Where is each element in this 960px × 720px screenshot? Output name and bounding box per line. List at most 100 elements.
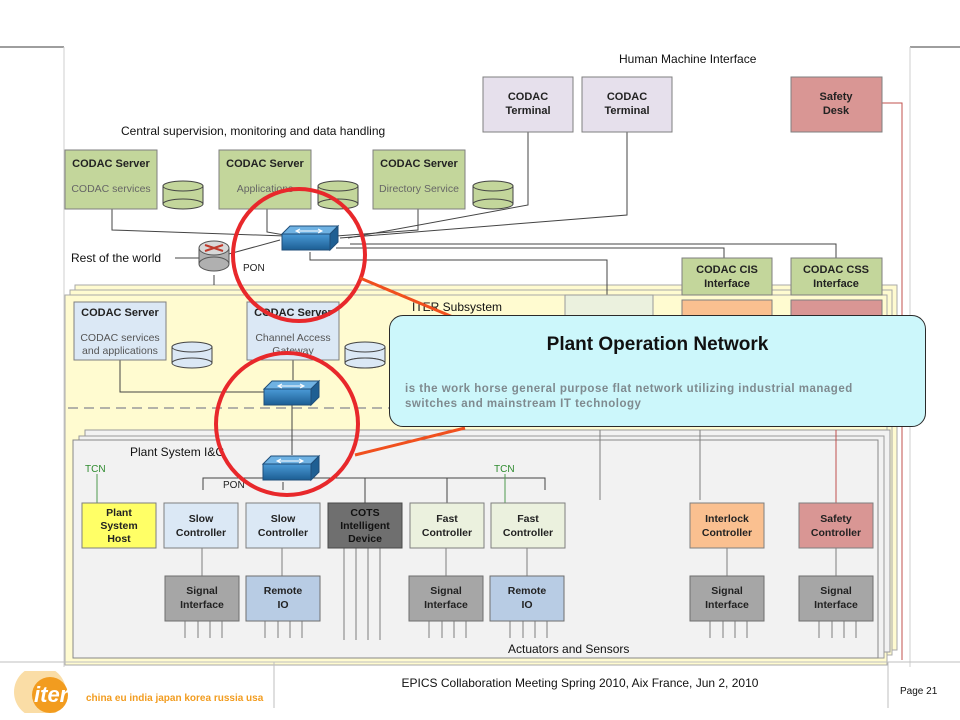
- fast2-line1: Fast: [517, 513, 539, 525]
- safety-desk: Safety Desk: [790, 76, 883, 133]
- slow-controller-1: Slow Controller: [163, 502, 239, 549]
- terminal-1-line1: CODAC: [508, 91, 548, 103]
- highlight-circle-central: [231, 187, 367, 323]
- safety-ctrl-line1: Safety: [820, 513, 852, 525]
- router-icon: [198, 240, 230, 272]
- signal-interface-4: Signal Interface: [798, 575, 874, 622]
- safety-ctrl-line2: Controller: [811, 527, 861, 539]
- interlock-line1: Interlock: [705, 513, 749, 525]
- fast2-line2: Controller: [503, 527, 553, 539]
- subsystem-server-1: CODAC Server CODAC services and applicat…: [73, 301, 167, 361]
- database-icons-central: [162, 180, 514, 210]
- fast1-line2: Controller: [422, 527, 472, 539]
- logo-partners: china eu india japan korea russia usa: [86, 693, 264, 704]
- switch-icon-subsystem: [262, 379, 321, 407]
- codac-cis-interface: CODAC CIS Interface: [681, 257, 773, 296]
- database-icon: [472, 180, 514, 210]
- psh-line2: System: [100, 520, 137, 532]
- fast-controller-2: Fast Controller: [490, 502, 566, 549]
- callout-connectors: [354, 276, 466, 457]
- safety-network-link: [882, 102, 903, 660]
- plant-system-host: Plant System Host: [81, 502, 157, 549]
- signal-interface-1: Signal Interface: [164, 575, 240, 622]
- central-server-1-subtitle: CODAC services: [71, 183, 150, 195]
- safety-desk-line2: Desk: [823, 105, 850, 117]
- callout-body: is the work horse general purpose flat n…: [405, 383, 853, 410]
- subsystem-server-2-sub1: Channel Access: [255, 332, 330, 344]
- pon-label-router: PON: [243, 263, 265, 274]
- switch-icon-plant: [261, 454, 321, 482]
- io3-line1: Signal: [430, 585, 462, 597]
- plant-operation-network-callout: Plant Operation Network is the work hors…: [389, 315, 926, 427]
- subsystem-server-1-title: CODAC Server: [81, 307, 159, 319]
- io4-line2: IO: [521, 599, 532, 611]
- signal-interface-3: Signal Interface: [689, 575, 765, 622]
- codac-terminal-1: CODAC Terminal: [482, 76, 574, 133]
- fast-controller-1: Fast Controller: [409, 502, 485, 549]
- highlight-circle-plant: [214, 351, 360, 497]
- io5-line1: Signal: [711, 585, 743, 597]
- cots-intelligent-device: COTS Intelligent Device: [327, 502, 403, 549]
- database-icon: [171, 341, 213, 369]
- logo-word: iter: [34, 682, 70, 707]
- io6-line2: Interface: [814, 599, 858, 611]
- slow2-line1: Slow: [271, 513, 296, 525]
- psh-line3: Host: [107, 533, 131, 545]
- io-links: [184, 430, 857, 640]
- callout-title: Plant Operation Network: [546, 334, 769, 355]
- terminal-2-line1: CODAC: [607, 91, 647, 103]
- iter-logo: iter china eu india japan korea russia u…: [14, 671, 264, 713]
- cots-line3: Device: [348, 533, 382, 545]
- subsystem-server-1-sub2: and applications: [82, 345, 158, 357]
- io5-line2: Interface: [705, 599, 749, 611]
- slow1-line1: Slow: [189, 513, 214, 525]
- remote-io-2: Remote IO: [489, 575, 565, 622]
- highlight-circles: [214, 187, 367, 497]
- psh-line1: Plant: [106, 507, 132, 519]
- tcn-label-left: TCN: [85, 464, 106, 475]
- io4-line1: Remote: [508, 585, 547, 597]
- css-line2: Interface: [813, 278, 859, 290]
- safety-desk-line1: Safety: [819, 91, 853, 103]
- io1-line2: Interface: [180, 599, 224, 611]
- hmi-title: Human Machine Interface: [619, 52, 757, 66]
- tcn-links: [96, 474, 506, 503]
- codac-terminal-2: CODAC Terminal: [581, 76, 673, 133]
- cots-line2: Intelligent: [340, 520, 390, 532]
- database-icon: [317, 180, 359, 210]
- remote-io-1: Remote IO: [245, 575, 321, 622]
- cots-line1: COTS: [350, 507, 379, 519]
- database-icon: [344, 341, 386, 369]
- io2-line2: IO: [277, 599, 288, 611]
- io3-line2: Interface: [424, 599, 468, 611]
- io2-line1: Remote: [264, 585, 303, 597]
- io1-line1: Signal: [186, 585, 218, 597]
- central-server-3-title: CODAC Server: [380, 158, 458, 170]
- database-icons-subsystem: [171, 341, 386, 369]
- css-line1: CODAC CSS: [803, 264, 869, 276]
- central-server-2-title: CODAC Server: [226, 158, 304, 170]
- terminal-1-line2: Terminal: [505, 105, 550, 117]
- terminal-2-line2: Terminal: [604, 105, 649, 117]
- slow2-line2: Controller: [258, 527, 308, 539]
- subsystem-server-1-sub1: CODAC services: [80, 332, 159, 344]
- cis-line2: Interface: [704, 278, 750, 290]
- footer-text: EPICS Collaboration Meeting Spring 2010,…: [401, 676, 759, 690]
- central-server-1: CODAC Server CODAC services: [64, 149, 158, 210]
- io6-line1: Signal: [820, 585, 852, 597]
- central-server-3: CODAC Server Directory Service: [372, 149, 466, 210]
- signal-interface-2: Signal Interface: [408, 575, 484, 622]
- tcn-label-right: TCN: [494, 464, 515, 475]
- plant-system-title: Plant System I&C: [130, 445, 224, 459]
- pon-label-plant: PON: [223, 480, 245, 491]
- fast1-line1: Fast: [436, 513, 458, 525]
- safety-controller: Safety Controller: [798, 502, 874, 549]
- interlock-controller: Interlock Controller: [689, 502, 765, 549]
- central-server-1-title: CODAC Server: [72, 158, 150, 170]
- slow-controller-2: Slow Controller: [245, 502, 321, 549]
- cis-line1: CODAC CIS: [696, 264, 758, 276]
- actuators-sensors-title: Actuators and Sensors: [508, 642, 629, 656]
- slow1-line2: Controller: [176, 527, 226, 539]
- rest-of-world-label: Rest of the world: [71, 251, 161, 265]
- central-server-3-subtitle: Directory Service: [379, 183, 459, 195]
